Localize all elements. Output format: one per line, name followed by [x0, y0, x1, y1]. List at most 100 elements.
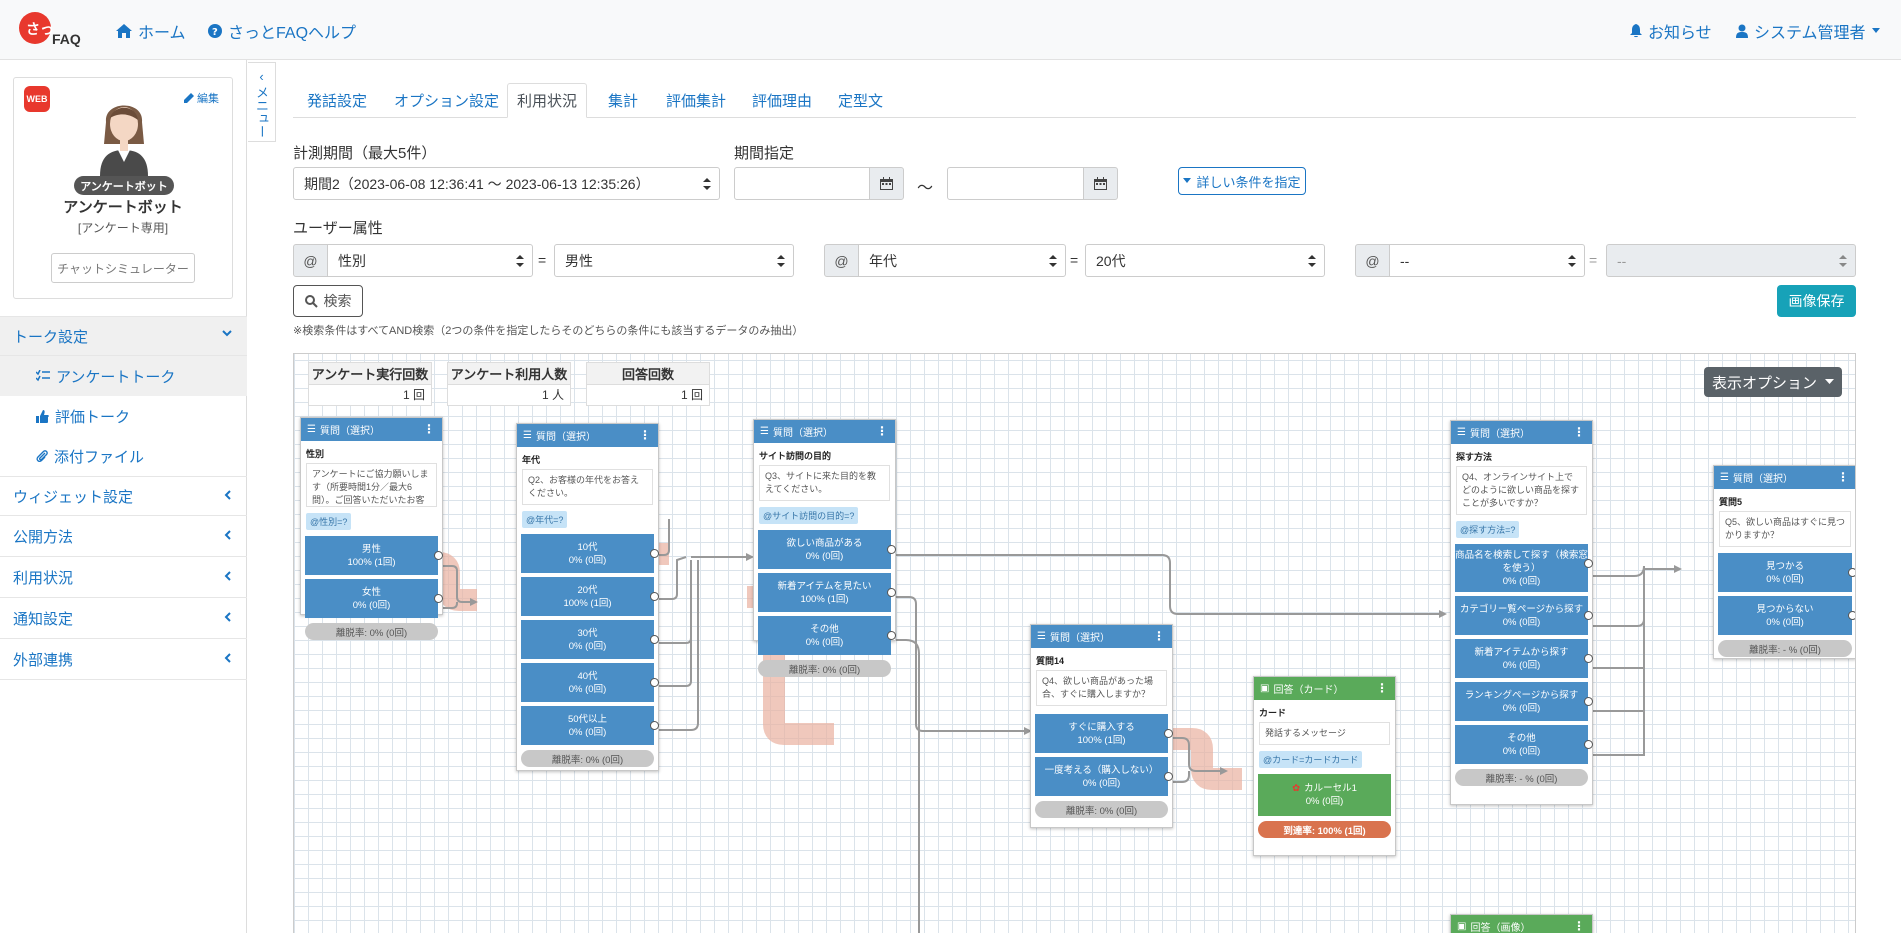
menu-toggle[interactable]: ‹ メニュー: [248, 62, 276, 142]
connector-dot[interactable]: [1848, 611, 1855, 620]
sidebar-item-talk-settings[interactable]: トーク設定: [0, 316, 247, 356]
option-stat: 0% (0回): [805, 636, 844, 648]
connector-dot[interactable]: [434, 594, 443, 603]
nav-home-link[interactable]: ホーム: [116, 19, 186, 43]
connector-dot[interactable]: [887, 545, 896, 554]
node-menu-icon[interactable]: ⋮: [1573, 919, 1585, 933]
sidebar-item-notification[interactable]: 通知設定: [0, 599, 247, 639]
tab-usage[interactable]: 利用状況: [507, 83, 588, 118]
tab-options[interactable]: オプション設定: [394, 92, 500, 110]
display-option-button[interactable]: 表示オプション: [1704, 367, 1842, 397]
node-menu-icon[interactable]: ⋮: [423, 422, 435, 436]
tab-aggregate[interactable]: 集計: [608, 92, 639, 110]
tab-rating-aggregate[interactable]: 評価集計: [666, 92, 727, 110]
sidebar-item-publish[interactable]: 公開方法: [0, 517, 247, 557]
flow-node-visit-purpose[interactable]: ☰質問（選択） ⋮ サイト訪問の目的 Q3、サイトに来た目的を教えてください。 …: [753, 419, 896, 677]
node-menu-icon[interactable]: ⋮: [1573, 425, 1585, 439]
connector-dot[interactable]: [434, 551, 443, 560]
sidebar-item-external[interactable]: 外部連携: [0, 640, 247, 680]
tab-templates[interactable]: 定型文: [838, 92, 884, 110]
search-button[interactable]: 検索: [293, 285, 363, 317]
sidebar-item-attachment[interactable]: 添付ファイル: [0, 436, 247, 476]
notice-link[interactable]: お知らせ: [1630, 19, 1712, 43]
start-date-calendar-button[interactable]: [869, 167, 904, 200]
tab-utterance[interactable]: 発話設定: [307, 92, 368, 110]
end-date-calendar-button[interactable]: [1083, 167, 1118, 200]
attr2-value: 20代: [1096, 252, 1126, 269]
app-logo[interactable]: さっ FAQ: [18, 11, 88, 49]
attr3-key-select[interactable]: --: [1389, 244, 1585, 277]
attr2-key-select[interactable]: 年代: [858, 244, 1066, 277]
connector-dot[interactable]: [1584, 654, 1593, 663]
connector-dot[interactable]: [887, 631, 896, 640]
option-label: 欲しい商品がある: [786, 537, 863, 549]
connector-dot[interactable]: [1584, 559, 1593, 568]
chat-simulator-button[interactable]: チャットシミュレーター: [51, 253, 195, 283]
connector-dot[interactable]: [1584, 697, 1593, 706]
node-option[interactable]: 商品名を検索して探す（検索窓を使う）0% (0回): [1455, 544, 1593, 592]
connector-dot[interactable]: [650, 592, 659, 601]
node-option[interactable]: ✿カルーセル1 0% (0回): [1258, 774, 1391, 816]
node-menu-icon[interactable]: ⋮: [1153, 629, 1165, 643]
connector-dot[interactable]: [1164, 729, 1173, 738]
option-label: すぐに購入する: [1068, 721, 1135, 733]
connector-dot[interactable]: [650, 635, 659, 644]
attr1-value-select[interactable]: 男性: [554, 244, 794, 277]
node-option[interactable]: 一度考える（購入しない）0% (0回): [1035, 757, 1173, 796]
connector-dot[interactable]: [1584, 740, 1593, 749]
save-image-button[interactable]: 画像保存: [1777, 285, 1856, 317]
detail-conditions-button[interactable]: 詳しい条件を指定: [1178, 167, 1306, 195]
node-menu-icon[interactable]: ⋮: [1837, 470, 1849, 484]
sidebar-item-label: 通知設定: [13, 611, 74, 628]
flow-node-card[interactable]: ▣回答（カード） ⋮ カード 発話するメッセージ @カード=カードカード ✿カル…: [1253, 676, 1396, 856]
attr1-key-select[interactable]: 性別: [327, 244, 533, 277]
flow-node-image-answer[interactable]: ▣回答（画像） ⋮: [1450, 914, 1593, 933]
connector-dot[interactable]: [650, 678, 659, 687]
period-select[interactable]: 期間2（2023-06-08 12:36:41 〜 2023-06-13 12:…: [293, 167, 720, 200]
flow-node-age[interactable]: ☰質問（選択） ⋮ 年代 Q2、お客様の年代をお答えください。 @年代=? 10…: [516, 423, 659, 771]
flow-node-gender[interactable]: ☰質問（選択） ⋮ 性別 アンケートにご協力願いします（所要時間1分／最大6問）…: [300, 417, 443, 640]
flow-canvas[interactable]: アンケート実行回数 1 回 アンケート利用人数 1 人 回答回数 1 回 表示オ…: [293, 353, 1856, 933]
sidebar-item-usage[interactable]: 利用状況: [0, 558, 247, 598]
sidebar-item-widget-settings[interactable]: ウィジェット設定: [0, 476, 247, 516]
node-menu-icon[interactable]: ⋮: [876, 424, 888, 438]
edit-link[interactable]: 編集: [184, 90, 219, 106]
connector-dot[interactable]: [1848, 568, 1855, 577]
sidebar-item-survey-talk[interactable]: アンケートトーク: [0, 356, 247, 396]
connector-dot[interactable]: [1164, 772, 1173, 781]
connector-dot[interactable]: [650, 549, 659, 558]
flow-node-search-method[interactable]: ☰質問（選択） ⋮ 探す方法 Q4、オンラインサイト上でどのように欲しい商品を探…: [1450, 420, 1593, 805]
sidebar-item-rating-talk[interactable]: 評価トーク: [0, 396, 247, 436]
node-menu-icon[interactable]: ⋮: [639, 428, 651, 442]
connector-dot[interactable]: [887, 588, 896, 597]
flow-node-question14[interactable]: ☰質問（選択） ⋮ 質問14 Q4、欲しい商品があった場合、すぐに購入しますか？…: [1030, 624, 1173, 828]
end-date-input[interactable]: [947, 167, 1084, 200]
user-menu[interactable]: システム管理者: [1736, 19, 1880, 43]
connector-dot[interactable]: [650, 721, 659, 730]
nav-help-link[interactable]: ? さっとFAQヘルプ: [208, 19, 356, 43]
attr2-value-select[interactable]: 20代: [1085, 244, 1325, 277]
start-date-input[interactable]: [734, 167, 870, 200]
connector-dot[interactable]: [1584, 611, 1593, 620]
tab-rating-reason[interactable]: 評価理由: [752, 92, 813, 110]
node-menu-icon[interactable]: ⋮: [1376, 681, 1388, 695]
attr3-value-select[interactable]: --: [1606, 244, 1856, 277]
